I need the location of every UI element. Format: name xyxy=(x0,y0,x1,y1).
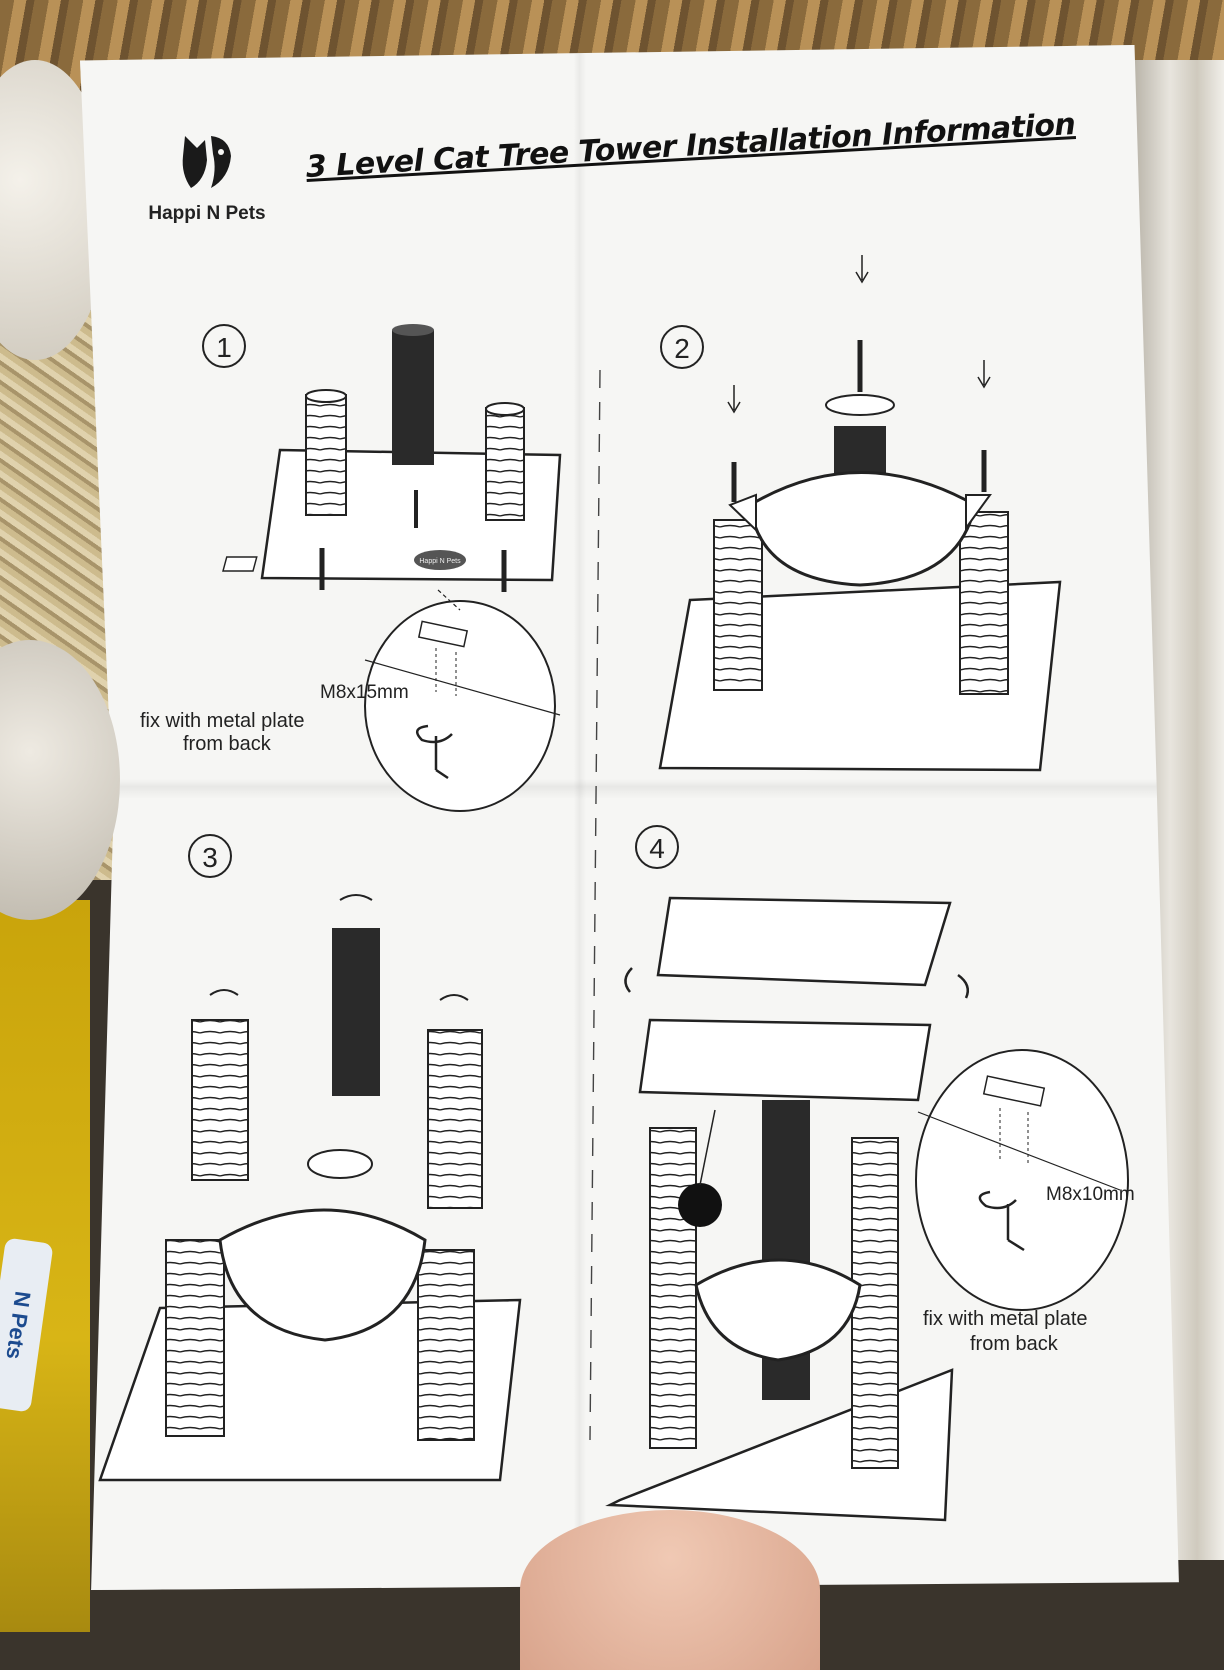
down-arrow-icon xyxy=(855,255,869,284)
rotate-arrow-icon xyxy=(209,989,239,996)
brand-logo: Happi N Pets xyxy=(142,130,272,225)
sisal-post-left xyxy=(305,394,347,516)
top-platform xyxy=(638,1018,932,1102)
rotate-arrow-icon xyxy=(415,724,453,744)
step-3: 3 xyxy=(98,834,522,1482)
brand-name: Happi N Pets xyxy=(148,203,266,224)
detail-circle-4 xyxy=(915,1049,1129,1311)
hammock-bowl-2 xyxy=(748,471,977,587)
step-1: 1 Happi N Pets M8x15mm fix with metal pl… xyxy=(140,324,562,812)
step-4-note-line1: fix with metal plate xyxy=(923,1308,1088,1330)
assembly-diagrams: 1 Happi N Pets M8x15mm fix with metal pl… xyxy=(98,255,1135,1522)
sisal-post-right-3 xyxy=(417,1249,475,1441)
sisal-post-left-2 xyxy=(713,519,763,691)
step-1-note-line2: from back xyxy=(183,733,272,755)
black-pole-3 xyxy=(332,928,380,1096)
cat-dog-logo-icon xyxy=(182,136,231,188)
sisal-post-left-4 xyxy=(649,1127,697,1449)
step-4-number: 4 xyxy=(649,833,665,864)
step-1-note-line1: fix with metal plate xyxy=(140,710,305,732)
rotate-arrow-icon xyxy=(957,973,969,999)
sisal-post-right-4 xyxy=(851,1137,899,1469)
step-2: 2 xyxy=(658,255,1062,772)
detail-circle-1 xyxy=(364,600,556,812)
step-4: 4 M8x10mm fix with metal plate from back xyxy=(605,825,1135,1522)
step-1-screw-label: M8x15mm xyxy=(320,682,409,703)
rotate-arrow-icon xyxy=(624,967,633,993)
base-badge-label: Happi N Pets xyxy=(419,558,461,565)
hammock-bowl-3 xyxy=(218,1208,427,1342)
step-4-screw-label: M8x10mm xyxy=(1046,1184,1135,1205)
sisal-post-falling-left xyxy=(191,1019,249,1181)
down-arrow-icon xyxy=(727,385,741,414)
hammock-bowl-4 xyxy=(694,1258,862,1362)
black-pole xyxy=(392,330,434,465)
hanging-ball-toy xyxy=(678,1183,722,1227)
sisal-post-right-2 xyxy=(959,511,1009,695)
vertical-divider xyxy=(589,369,601,1441)
rotate-arrow-icon xyxy=(339,894,373,901)
base-badge xyxy=(414,550,466,570)
step-2-number: 2 xyxy=(674,333,690,364)
step-1-number: 1 xyxy=(216,332,232,363)
metal-plate xyxy=(222,556,258,572)
step-4-note-line2: from back xyxy=(970,1333,1059,1355)
top-cushion xyxy=(656,896,952,987)
sisal-post-right xyxy=(485,407,525,521)
step-3-number: 3 xyxy=(202,842,218,873)
sisal-post-falling-right xyxy=(427,1029,483,1209)
rotate-arrow-icon xyxy=(439,994,469,1001)
sisal-post-left-3 xyxy=(165,1239,225,1437)
down-arrow-icon xyxy=(977,360,991,389)
